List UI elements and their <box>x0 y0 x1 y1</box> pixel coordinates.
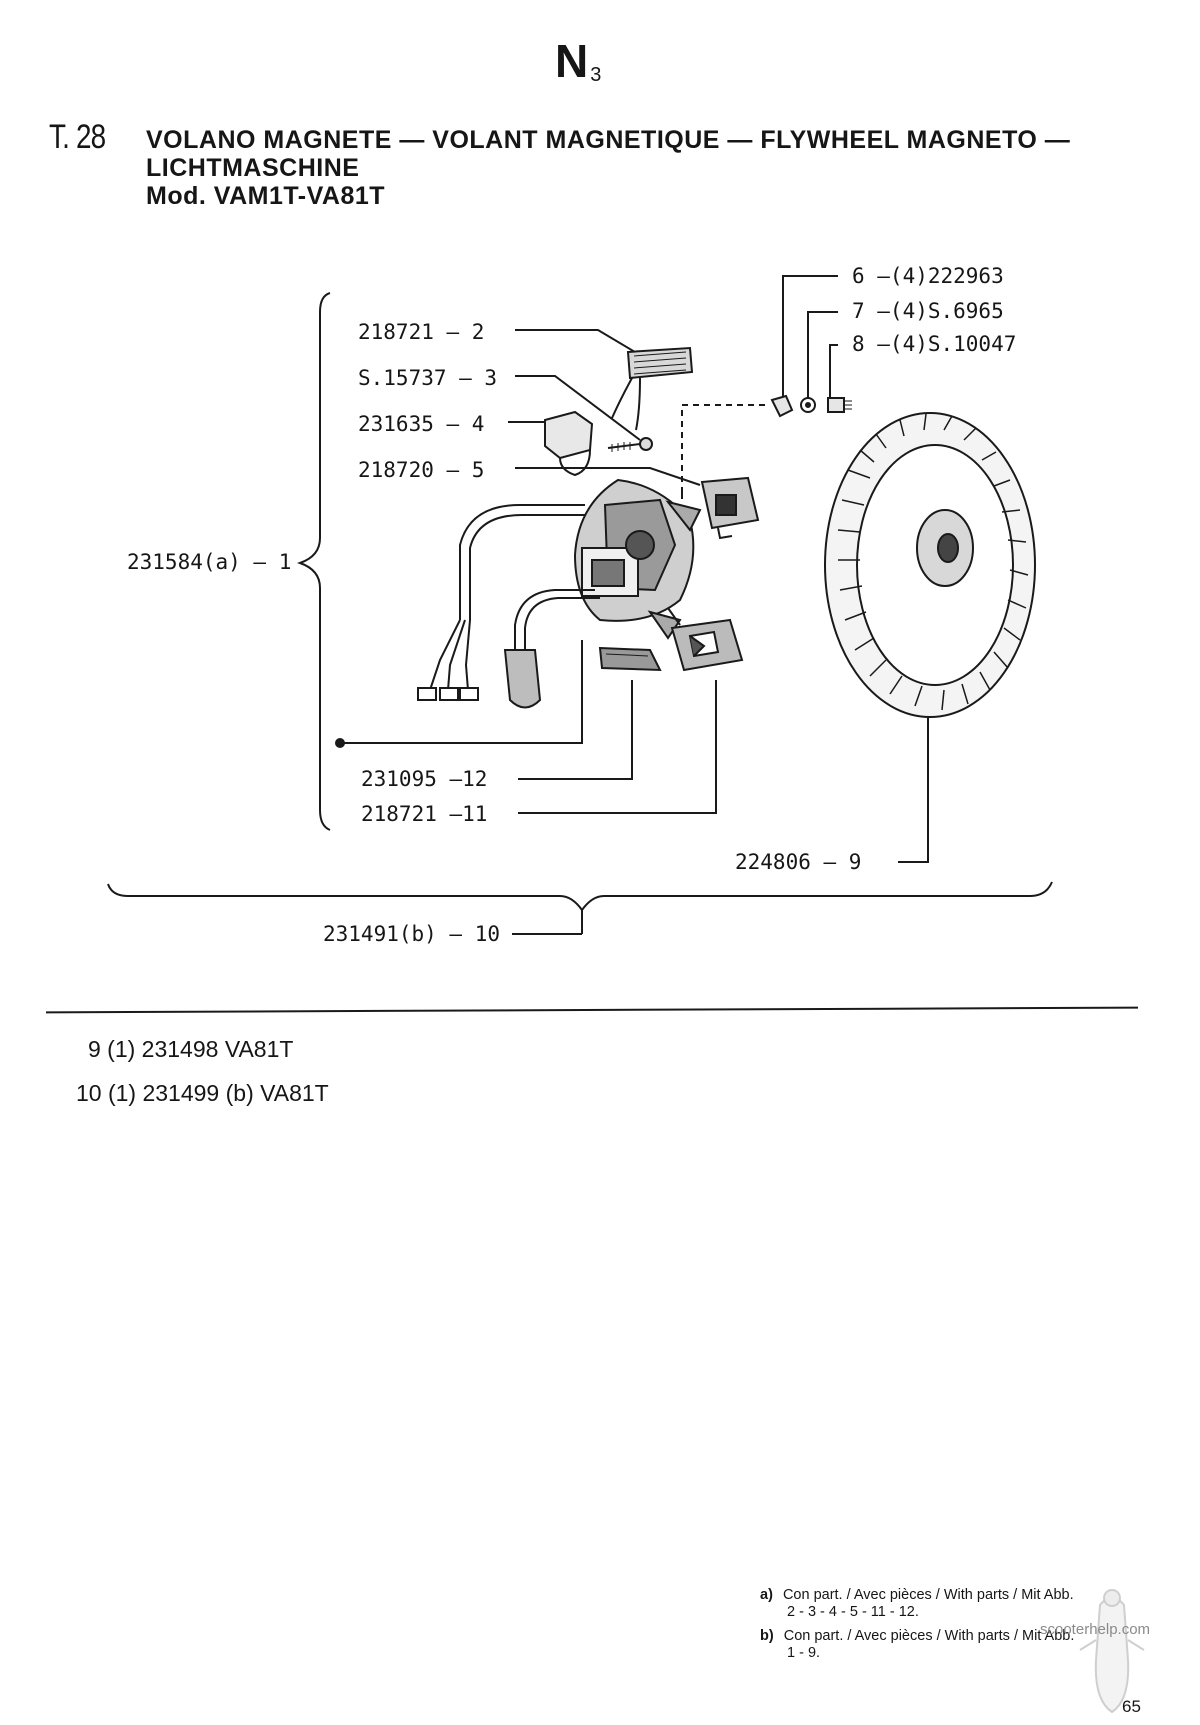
footnote-a-line2: 2 - 3 - 4 - 5 - 11 - 12. <box>787 1604 919 1620</box>
coil-part-11 <box>667 607 744 672</box>
coil-part-2 <box>611 346 694 431</box>
callout-11: 218721 —11 <box>361 802 488 826</box>
footnote-b: b) Con part. / Avec pièces / With parts … <box>760 1628 1074 1662</box>
variant-row-1: 9 (1) 231498 VA81T <box>88 1036 294 1062</box>
junction-dot <box>335 738 345 748</box>
leader-6 <box>782 275 838 400</box>
watermark-text: scooterhelp.com <box>1040 1621 1151 1638</box>
callout-1: 231584(a) — 1 <box>127 550 292 574</box>
callout-3: S.15737 — 3 <box>358 366 498 390</box>
dashed-assembly-line <box>681 404 770 493</box>
footnote-a-line1: Con part. / Avec pièces / With parts / M… <box>782 1587 1074 1603</box>
fastener-parts-6-8 <box>770 394 852 418</box>
footnote-b-line2: 1 - 9. <box>787 1645 821 1661</box>
leader-1-dot <box>340 640 583 744</box>
leader-2 <box>515 329 646 359</box>
footnote-b-line1: Con part. / Avec pièces / With parts / M… <box>783 1628 1075 1644</box>
callout-2: 218721 — 2 <box>358 320 485 344</box>
cable-harness <box>417 504 600 709</box>
footnote-a-key: a) <box>760 1587 773 1603</box>
callout-7: 7 —(4)S.6965 <box>852 299 1004 323</box>
condenser-part-4 <box>544 410 594 477</box>
leader-8 <box>829 344 838 398</box>
table-number: T. 28 <box>49 118 106 156</box>
leader-11 <box>518 680 717 814</box>
footnote-a: a) Con part. / Avec pièces / With parts … <box>760 1587 1074 1621</box>
callout-5: 218720 — 5 <box>358 458 485 482</box>
title-line-1: VOLANO MAGNETE — VOLANT MAGNETIQUE — FLY… <box>146 126 1071 154</box>
footnote-b-key: b) <box>760 1628 774 1644</box>
callout-12: 231095 —12 <box>361 767 488 791</box>
callout-4: 231635 — 4 <box>358 412 485 436</box>
page-number: 65 <box>1122 1697 1141 1716</box>
screw-part-3 <box>607 437 653 452</box>
title-line-2: LICHTMASCHINE <box>146 154 360 182</box>
leader-9 <box>898 690 929 863</box>
callout-6: 6 —(4)222963 <box>852 264 1004 288</box>
callout-9: 224806 — 9 <box>735 850 862 874</box>
leader-12 <box>518 680 633 780</box>
group-brace-1 <box>296 292 331 831</box>
section-subscript: 3 <box>590 64 602 86</box>
variant-row-2: 10 (1) 231499 (b) VA81T <box>76 1080 329 1106</box>
title-line-3: Mod. VAM1T-VA81T <box>146 182 386 210</box>
leader-7 <box>807 311 838 400</box>
flywheel-part-9 <box>824 412 1036 718</box>
leader-5 <box>515 467 701 486</box>
callout-10: 231491(b) — 10 <box>323 922 501 946</box>
pad-part-12 <box>598 646 662 672</box>
leader-3 <box>515 375 641 441</box>
stator-plate <box>573 478 702 640</box>
coil-part-5 <box>700 476 760 540</box>
callout-8: 8 —(4)S.10047 <box>852 332 1017 356</box>
